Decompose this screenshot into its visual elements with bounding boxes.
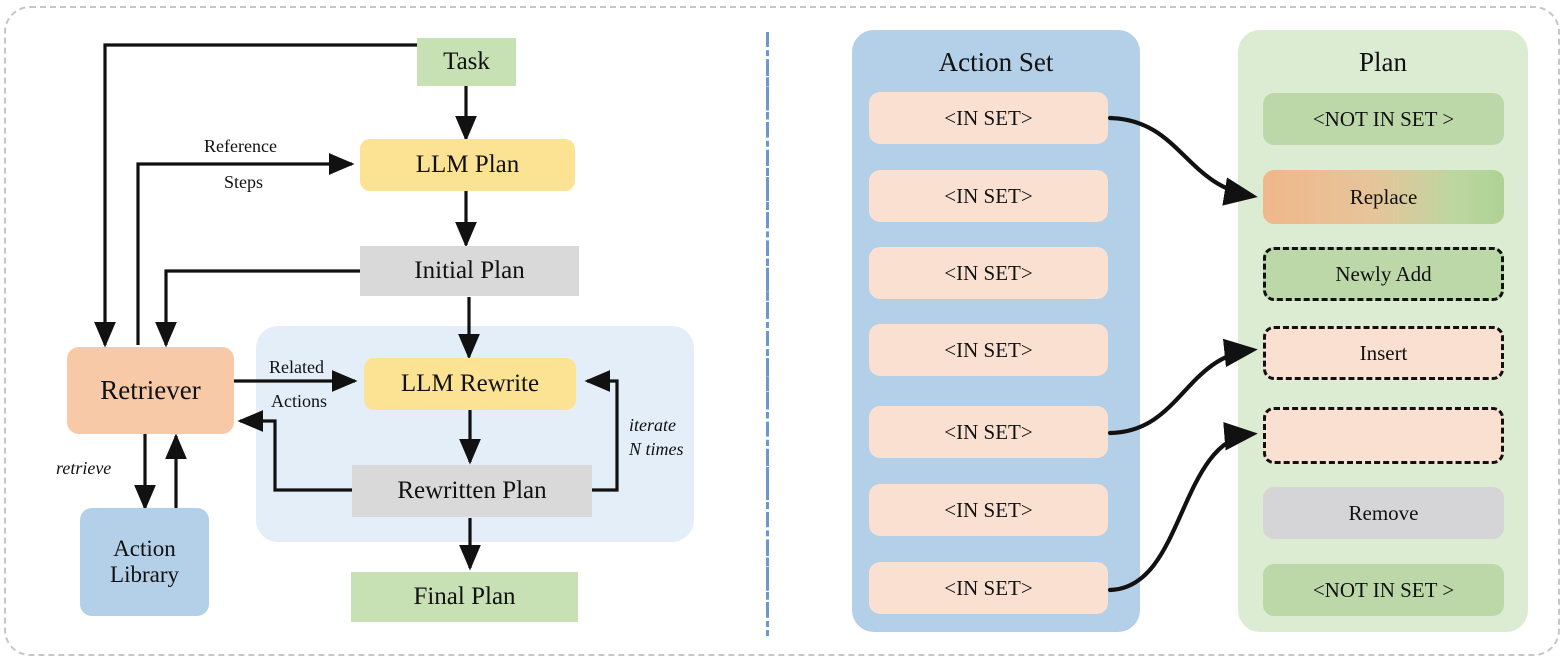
node-initial-plan[interactable]: Initial Plan (360, 246, 579, 296)
plan-item-insert[interactable]: Insert (1263, 326, 1504, 380)
node-action-library-line2: Library (110, 562, 179, 587)
plan-item-label: Remove (1348, 500, 1419, 525)
plan-item-label: Replace (1349, 184, 1418, 209)
node-rewritten-plan-label: Rewritten Plan (397, 476, 547, 504)
action-set-item[interactable]: <IN SET> (869, 484, 1108, 536)
node-llm-rewrite[interactable]: LLM Rewrite (364, 358, 576, 410)
plan-item-replace[interactable]: Replace (1263, 170, 1504, 224)
action-set-item-label: <IN SET> (944, 575, 1033, 600)
node-retriever[interactable]: Retriever (67, 347, 234, 434)
action-set-item-label: <IN SET> (944, 105, 1033, 130)
node-retriever-label: Retriever (100, 374, 201, 405)
plan-item-newly-add[interactable]: Newly Add (1263, 247, 1504, 301)
edge-label-steps: Steps (224, 172, 264, 192)
action-set-item[interactable]: <IN SET> (869, 324, 1108, 376)
action-set-item-label: <IN SET> (944, 497, 1033, 522)
edge-label-retrieve: retrieve (56, 458, 112, 478)
node-task-label: Task (443, 47, 490, 75)
plan-item-empty-slot[interactable] (1263, 407, 1504, 464)
node-llm-plan[interactable]: LLM Plan (360, 139, 575, 191)
plan-item-label: <NOT IN SET > (1312, 577, 1455, 602)
node-initial-plan-label: Initial Plan (414, 256, 525, 284)
node-action-library-line1: Action (113, 535, 176, 561)
action-set-item[interactable]: <IN SET> (869, 170, 1108, 222)
plan-item-not-in-set-top[interactable]: <NOT IN SET > (1263, 93, 1504, 145)
plan-item-label: Insert (1359, 340, 1408, 365)
plan-item-label: Newly Add (1335, 261, 1432, 286)
node-task[interactable]: Task (417, 38, 516, 86)
plan-item-remove[interactable]: Remove (1263, 487, 1504, 539)
edge-label-reference: Reference (204, 136, 277, 156)
edge-label-iterate-line1: iterate (629, 415, 676, 435)
action-set-item[interactable]: <IN SET> (869, 562, 1108, 614)
edge-label-iterate: iterate N times (629, 413, 684, 462)
plan-item-label: <NOT IN SET > (1312, 106, 1455, 131)
edge-label-iterate-line2: N times (629, 439, 684, 460)
action-set-item-label: <IN SET> (944, 419, 1033, 444)
edge-label-related: Related (269, 357, 324, 377)
action-set-item[interactable]: <IN SET> (869, 247, 1108, 299)
edge-label-actions: Actions (271, 391, 327, 411)
plan-item-not-in-set-bottom[interactable]: <NOT IN SET > (1263, 564, 1504, 616)
action-set-item[interactable]: <IN SET> (869, 406, 1108, 458)
node-rewritten-plan[interactable]: Rewritten Plan (352, 465, 592, 517)
node-final-plan-label: Final Plan (413, 582, 516, 610)
action-set-item-label: <IN SET> (944, 337, 1033, 362)
node-final-plan[interactable]: Final Plan (351, 572, 578, 622)
vertical-dashdot-divider (766, 32, 769, 636)
action-set-item-label: <IN SET> (944, 183, 1033, 208)
node-llm-plan-label: LLM Plan (415, 150, 520, 178)
action-set-title: Action Set (938, 47, 1054, 77)
node-llm-rewrite-label: LLM Rewrite (400, 369, 540, 397)
action-set-item-label: <IN SET> (944, 260, 1033, 285)
action-set-item[interactable]: <IN SET> (869, 92, 1108, 144)
plan-title: Plan (1358, 47, 1407, 77)
outer-dashed-frame (4, 6, 1560, 656)
node-action-library[interactable]: Action Library (80, 508, 209, 616)
